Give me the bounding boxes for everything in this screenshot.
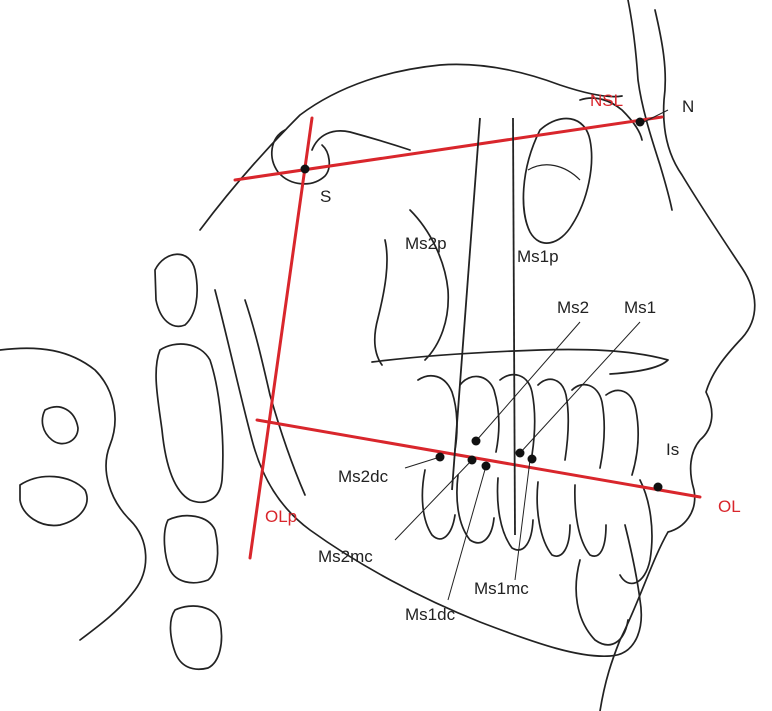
lower-incisor	[619, 479, 653, 585]
orbit-inner	[527, 164, 581, 181]
orbit-outline	[522, 117, 593, 244]
ol-label: OL	[718, 497, 741, 516]
ms2-label: Ms2	[557, 298, 589, 317]
upper-teeth-outline	[417, 373, 639, 476]
nsl-line	[233, 115, 664, 182]
olp-line	[248, 116, 314, 560]
mandible-outline	[214, 289, 643, 658]
atlas-outline	[154, 253, 198, 328]
s-label: S	[320, 187, 331, 206]
cranial-base-outline	[199, 63, 623, 231]
ms1mc-leader	[514, 459, 531, 581]
ms2mc-leader	[394, 459, 473, 541]
n-leader	[643, 109, 669, 123]
ms1dc-leader	[447, 465, 487, 601]
ms2mc-point	[467, 455, 477, 465]
ms1mc-label: Ms1mc	[474, 579, 529, 598]
ms1-label: Ms1	[624, 298, 656, 317]
leader-lines	[394, 109, 669, 601]
ms2p-label: Ms2p	[405, 234, 447, 253]
pterygoid-process	[373, 239, 388, 366]
ms2p-line	[451, 117, 481, 491]
posterior-vertebrae	[19, 406, 88, 527]
nsl-label: NSL	[590, 91, 623, 110]
sella-point	[300, 164, 310, 174]
ms2dc-point	[435, 452, 445, 462]
measurement-lines	[451, 117, 516, 536]
symphysis-outline	[575, 559, 629, 646]
ms2dc-label: Ms2dc	[338, 467, 389, 486]
is-label: Is	[666, 440, 679, 459]
soft-tissue-profile	[599, 9, 756, 711]
ms2mc-label: Ms2mc	[318, 547, 373, 566]
ms2-leader	[475, 321, 581, 442]
sella-turcica	[271, 129, 331, 185]
ms1-point	[515, 448, 525, 458]
landmark-points	[300, 117, 663, 492]
vertebra-c4	[169, 605, 223, 671]
is-point	[653, 482, 663, 492]
ms1mc-point	[527, 454, 537, 464]
labels: NSL OL OLp S N Is Ms2p Ms1p Ms2 Ms1 Ms2d…	[265, 91, 741, 624]
n-label: N	[682, 97, 694, 116]
anatomy-outlines	[0, 0, 756, 711]
frontal-contour	[579, 97, 643, 141]
ms1-leader	[519, 321, 641, 454]
ms2dc-leader	[404, 456, 441, 469]
clinoid-process	[311, 130, 411, 151]
ms1dc-point	[481, 461, 491, 471]
zygomatic-outline	[409, 209, 450, 361]
ramus-outline	[244, 299, 306, 496]
lower-teeth-outline	[421, 469, 607, 557]
nasal-bone-contour	[627, 0, 673, 211]
nasion-point	[635, 117, 645, 127]
ms1p-line	[512, 117, 516, 536]
ms1p-label: Ms1p	[517, 247, 559, 266]
vertebra-c3	[163, 514, 219, 584]
ol-line	[255, 418, 702, 499]
palatal-plane-outline	[371, 348, 669, 375]
olp-label: OLp	[265, 507, 297, 526]
occipital-contour	[0, 347, 147, 641]
ms1dc-label: Ms1dc	[405, 605, 456, 624]
ms2-point	[471, 436, 481, 446]
vertebra-c2	[155, 343, 224, 504]
